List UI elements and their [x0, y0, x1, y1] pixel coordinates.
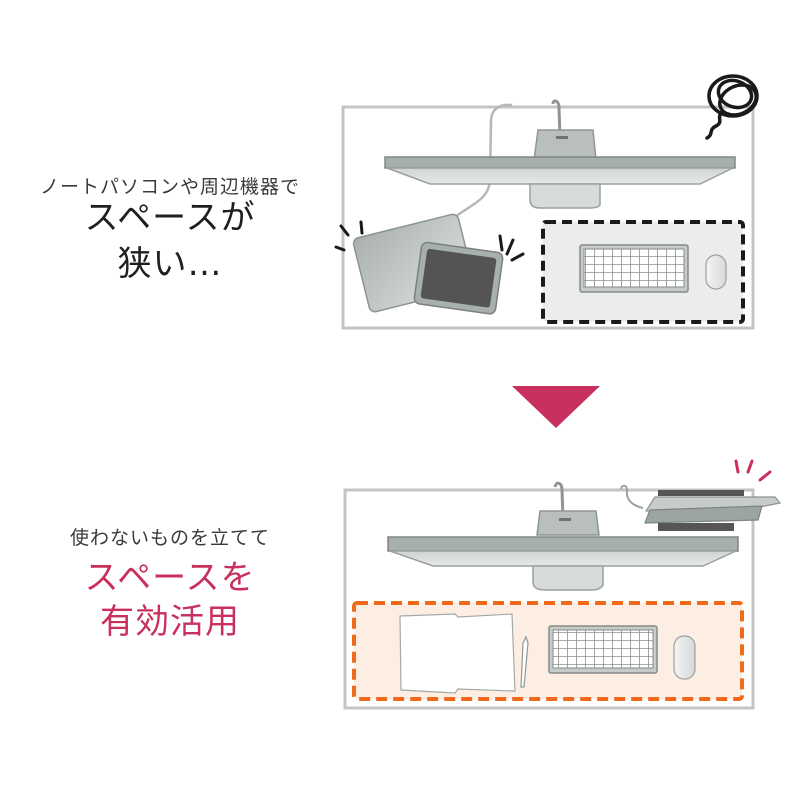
after-subtitle: 使わないものを立てて	[69, 527, 270, 549]
mouse-icon	[705, 254, 727, 290]
mouse-icon	[673, 635, 696, 680]
after-headline-line1: スペースを	[84, 558, 256, 598]
before-subtitle: ノートパソコンや周辺機器で	[39, 176, 300, 198]
keyboard-icon	[579, 244, 689, 293]
before-headline-line2: 狭い…	[117, 244, 223, 284]
after-headline-line2: 有効活用	[100, 602, 240, 642]
keyboard-icon	[548, 625, 658, 674]
before-headline-line1: スペースが	[84, 198, 256, 238]
stand-with-laptop-icon	[644, 490, 782, 531]
pen-icon	[520, 635, 529, 688]
tablet-icon	[413, 241, 504, 315]
stress-marks-icon	[334, 220, 525, 262]
monitor-icon	[387, 536, 739, 591]
monitor-icon	[384, 156, 736, 209]
tangled-cable-icon	[705, 74, 759, 140]
attention-marks-icon	[734, 459, 772, 482]
notebook-icon	[399, 613, 516, 694]
